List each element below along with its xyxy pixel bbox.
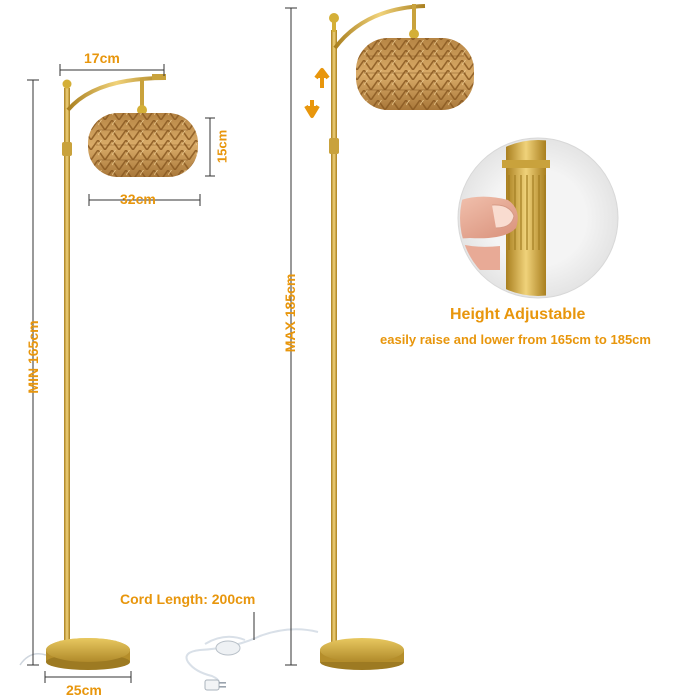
left-lamp-arm [66, 76, 166, 112]
min-height-label: MIN 165cm [25, 320, 41, 394]
plug-icon [204, 679, 226, 691]
dimension-lines [27, 7, 297, 683]
feature-title: Height Adjustable [450, 306, 586, 323]
right-lamp-joint [329, 138, 339, 154]
right-lamp-base [320, 638, 404, 662]
max-height-label: MAX 185cm [282, 273, 298, 353]
feature-description: easily raise and lower from 165cm to 185… [380, 332, 651, 347]
height-adjust-detail [457, 137, 619, 299]
right-lamp-pole [331, 30, 337, 648]
right-lamp [320, 4, 474, 670]
shade-diameter-label: 32cm [120, 191, 156, 207]
up-down-arrows-icon [304, 68, 330, 118]
left-lamp-cord [19, 653, 47, 666]
inline-switch [215, 640, 241, 656]
base-diameter-label: 25cm [66, 682, 102, 698]
cord-length-label: Cord Length: 200cm [120, 591, 256, 607]
finger-illustration [460, 196, 518, 270]
left-lamp-shade [88, 113, 198, 177]
left-lamp-pole [64, 88, 70, 648]
power-cord [185, 628, 319, 691]
shade-height-label: 15cm [214, 129, 230, 164]
arm-width-label: 17cm [84, 50, 120, 66]
left-lamp [19, 74, 198, 670]
right-lamp-shade [356, 38, 474, 110]
left-lamp-finial [62, 79, 72, 89]
left-lamp-joint [62, 142, 72, 156]
